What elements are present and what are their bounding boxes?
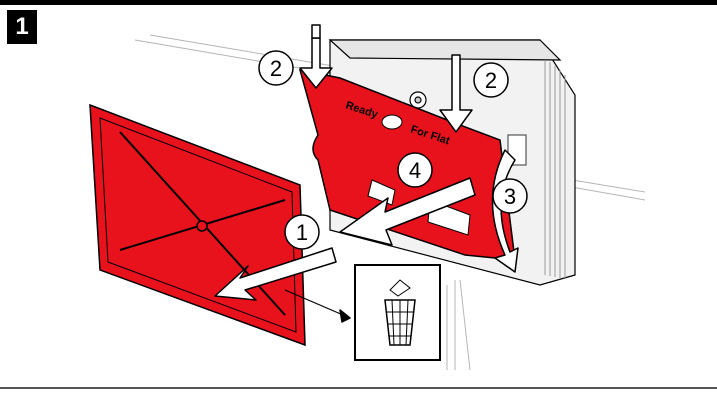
callout-1-label: 1 — [296, 220, 308, 245]
callout-2-left-label: 2 — [270, 56, 282, 81]
callout-4-label: 4 — [409, 158, 421, 183]
callout-1: 1 — [285, 215, 319, 249]
callout-4: 4 — [398, 153, 432, 187]
arrow-2-left-tail — [312, 25, 320, 38]
callout-2-right-label: 2 — [485, 68, 497, 93]
red-cover-plate — [90, 105, 305, 345]
trash-bin-icon — [355, 265, 440, 360]
callout-2-right: 2 — [474, 63, 508, 97]
callout-3: 3 — [493, 179, 527, 213]
callout-3-label: 3 — [504, 184, 516, 209]
callout-2-left: 2 — [259, 51, 293, 85]
bottom-rule — [0, 387, 717, 389]
